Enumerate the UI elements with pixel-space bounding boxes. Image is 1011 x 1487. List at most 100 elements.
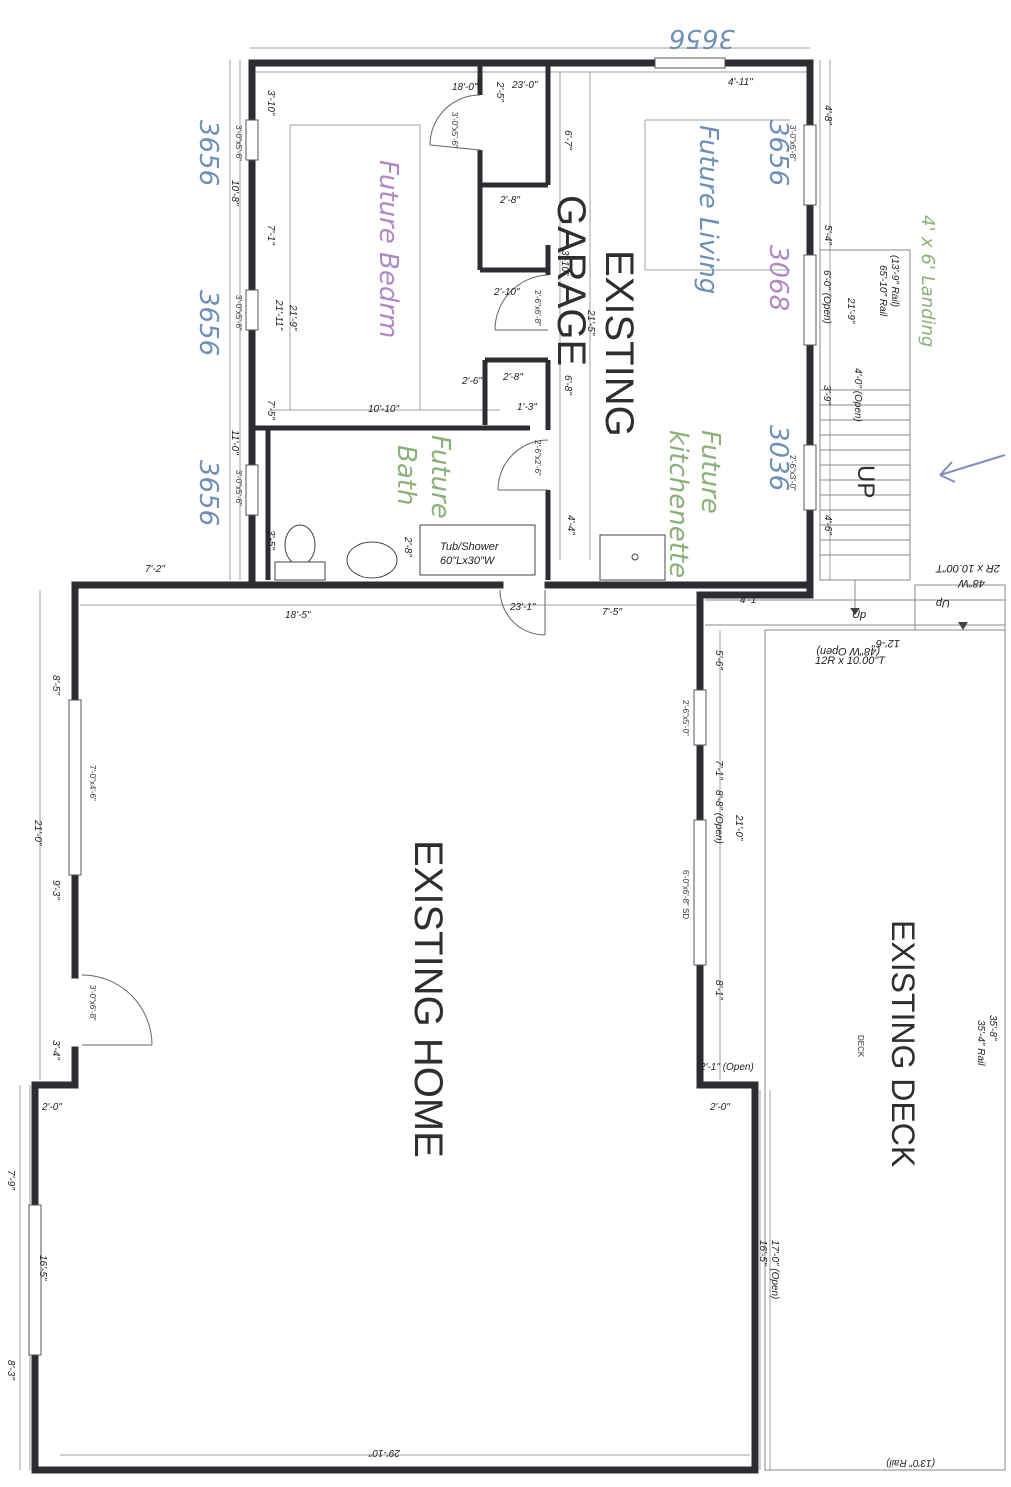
dim-garage-top-18: 18'-0": [452, 82, 478, 93]
label-up-small-2: Up: [936, 597, 950, 609]
window-tag-9: 7'-0"x4'-6": [88, 765, 97, 801]
dim-deck-35-4-rail: 35'-4" Rail: [975, 1020, 986, 1066]
window-tag-8: 2'-6"x2'-6": [533, 440, 542, 476]
dim-garage-mid-2-10: 2'-10": [493, 287, 520, 298]
tub-shower-line1: Tub/Shower: [440, 541, 500, 553]
door-swings: [81, 94, 549, 1046]
dim-garage-top-2-5: 2'-5": [494, 81, 505, 102]
handwritten-future-living: Future Living: [693, 125, 723, 294]
label-existing-garage-line1: EXISTING: [597, 250, 641, 437]
window-tag-3: 3'-0"x5'-6": [234, 295, 243, 331]
window-tag-10: 3'-0"x6'-8": [88, 985, 97, 1021]
dim-home-right-2-0: 2'-0": [709, 1102, 730, 1113]
handwritten-future-bath-2: Bath: [391, 445, 421, 505]
dim-garage-mid-2-8b: 2'-8": [502, 372, 523, 383]
label-existing-garage-line2: GARAGE: [549, 195, 593, 366]
dim-garage-left-3-10: 3'-10": [265, 90, 276, 116]
handwritten-future-bath-1: Future: [425, 435, 455, 519]
window-tag-4: 3'-0"x5'-6": [234, 470, 243, 506]
dim-home-right-2-1-open: 2'-1" (Open): [699, 1062, 754, 1073]
dim-deck-bottom-rail: (13'0" Rail): [886, 1457, 935, 1468]
dim-garage-left-21-9: 21'-9": [287, 304, 298, 331]
dim-garage-left-7-1: 7'-1": [265, 225, 276, 245]
dim-garage-mid-2-8c: 2'-8": [402, 536, 413, 557]
interior-walls: [255, 65, 551, 580]
label-up-small-1: Up: [852, 609, 866, 621]
dim-stair-12-6: 12'-6": [871, 637, 900, 649]
handwritten-window-right-2: 3068: [763, 245, 793, 311]
dim-garage-left-10-8: 10'-8": [229, 180, 240, 206]
label-up: UP: [852, 465, 879, 498]
label-existing-deck: EXISTING DECK: [885, 920, 921, 1167]
dim-garage-mid-3-10: 3'-10": [559, 250, 570, 276]
dim-garage-right-4-6: 4'-6": [822, 515, 833, 535]
window-tag-6: 2'-6"x6'-8": [533, 290, 542, 326]
dim-garage-bottom-7-2: 7'-2": [145, 564, 165, 575]
dim-garage-right-4-0-open: 4'-0" (Open): [852, 368, 863, 422]
handwritten-future-kitchenette-1: Future: [695, 430, 725, 514]
dim-garage-right-5-4: 5'-4": [822, 225, 833, 245]
dim-garage-mid-6-8: 6'-8": [562, 375, 573, 395]
dim-garage-right-6-0-open: 6'-0" (Open): [821, 270, 832, 324]
dim-garage-bottom-4-1: 4'-1": [740, 595, 760, 606]
dim-home-left-2-0: 2'-0": [41, 1102, 62, 1113]
window-tag-2: 3'-0"x5'-6": [234, 125, 243, 161]
tub-shower-line2: 60"Lx30"W: [440, 555, 496, 567]
openings: [28, 57, 817, 1356]
window-tag-1: 3'-0"x5'-6": [450, 112, 459, 148]
stair-arrows: [850, 608, 968, 630]
dim-garage-top-4-11: 4'-11": [728, 77, 753, 88]
window-tag-11: 6'-0"x6'-8" SD: [681, 870, 690, 919]
dim-home-right-8-open: 8'-8" (Open): [713, 790, 724, 844]
label-existing-home: EXISTING HOME: [406, 840, 450, 1158]
dim-deck-small-21-9: 21'-9": [845, 297, 856, 324]
dim-garage-right-3-9: 3'-9": [821, 385, 832, 405]
dim-garage-mid-21-5: 21'-5": [585, 309, 596, 336]
landing-arrow: [939, 454, 1006, 483]
dim-home-right-8-1: 8'-1": [713, 980, 724, 1000]
dim-stair-48w-open: (48"W Open): [816, 645, 880, 657]
garage-walls: [248, 59, 814, 594]
dimension-lines: [19, 47, 831, 1470]
dim-deck-rail-13: (13'-9" Rail): [889, 255, 900, 307]
dim-garage-mid-1-3: 1'-3": [517, 402, 537, 413]
handwritten-future-kitchenette-2: kitchenette: [663, 430, 693, 578]
window-tag-7: 2'-6"x3'-0": [788, 455, 797, 491]
dim-garage-top-23: 23'-0": [511, 80, 538, 91]
handwritten-window-left-1: 3656: [193, 120, 223, 186]
dim-garage-mid-2-8a: 2'-8": [499, 195, 520, 206]
dim-garage-right-4-8: 4'-8": [822, 105, 833, 125]
dim-garage-mid-6-7: 6'-7": [562, 130, 573, 150]
dim-garage-mid-10-10: 10'-10": [368, 404, 399, 415]
dim-stair-2r: 2R x 10.00"T: [935, 562, 1001, 574]
handwritten-window-left-2: 3656: [193, 290, 223, 356]
dim-garage-bottom-23-1: 23'-1": [509, 602, 536, 613]
dim-home-left-9-3: 9'-3": [50, 880, 61, 900]
dim-garage-left-7-5: 7'-5": [265, 400, 276, 420]
handwritten-window-right-3: 3036: [763, 425, 793, 491]
dim-garage-mid-2-6: 2'-6": [461, 376, 482, 387]
dim-garage-bottom-7-5: 7'-5": [602, 607, 622, 618]
dim-garage-left-21-11: 21'-11": [273, 299, 284, 331]
dim-home-left-8-3: 8'-3": [5, 1360, 16, 1380]
handwritten-landing: 4' x 6' Landing: [917, 215, 938, 347]
dim-home-right-16-5: 16'-5": [757, 1240, 768, 1266]
handwritten-window-left-3: 3656: [193, 460, 223, 526]
handwritten-window-top: 3656: [669, 23, 735, 53]
handwritten-future-bedrm: Future Bedrm: [373, 160, 403, 338]
dim-home-left-16-5: 16'-5": [37, 1255, 48, 1281]
dim-home-right-17-0-open: 17'-0" (Open): [769, 1240, 780, 1299]
dim-home-left-3-4: 3'-4": [50, 1040, 61, 1060]
dim-deck-rail-65: 65'-10" Rail: [877, 265, 888, 317]
dim-home-left-7-9: 7'-9": [5, 1170, 16, 1190]
window-tag-5: 3'-0"x6'-8": [788, 125, 797, 161]
dim-garage-left-3-5: 3'-5": [265, 530, 276, 550]
dim-home-right-21-0: 21'-0": [733, 814, 744, 841]
label-deck-small: DECK: [856, 1035, 865, 1058]
fixtures: [274, 524, 666, 581]
dim-deck-35-8: 35'-8": [987, 1015, 998, 1041]
dim-home-left-8-5: 8'-5": [50, 675, 61, 695]
dim-home-right-7-1: 7'-1": [713, 760, 724, 780]
handwritten-window-right-1: 3656: [763, 120, 793, 186]
